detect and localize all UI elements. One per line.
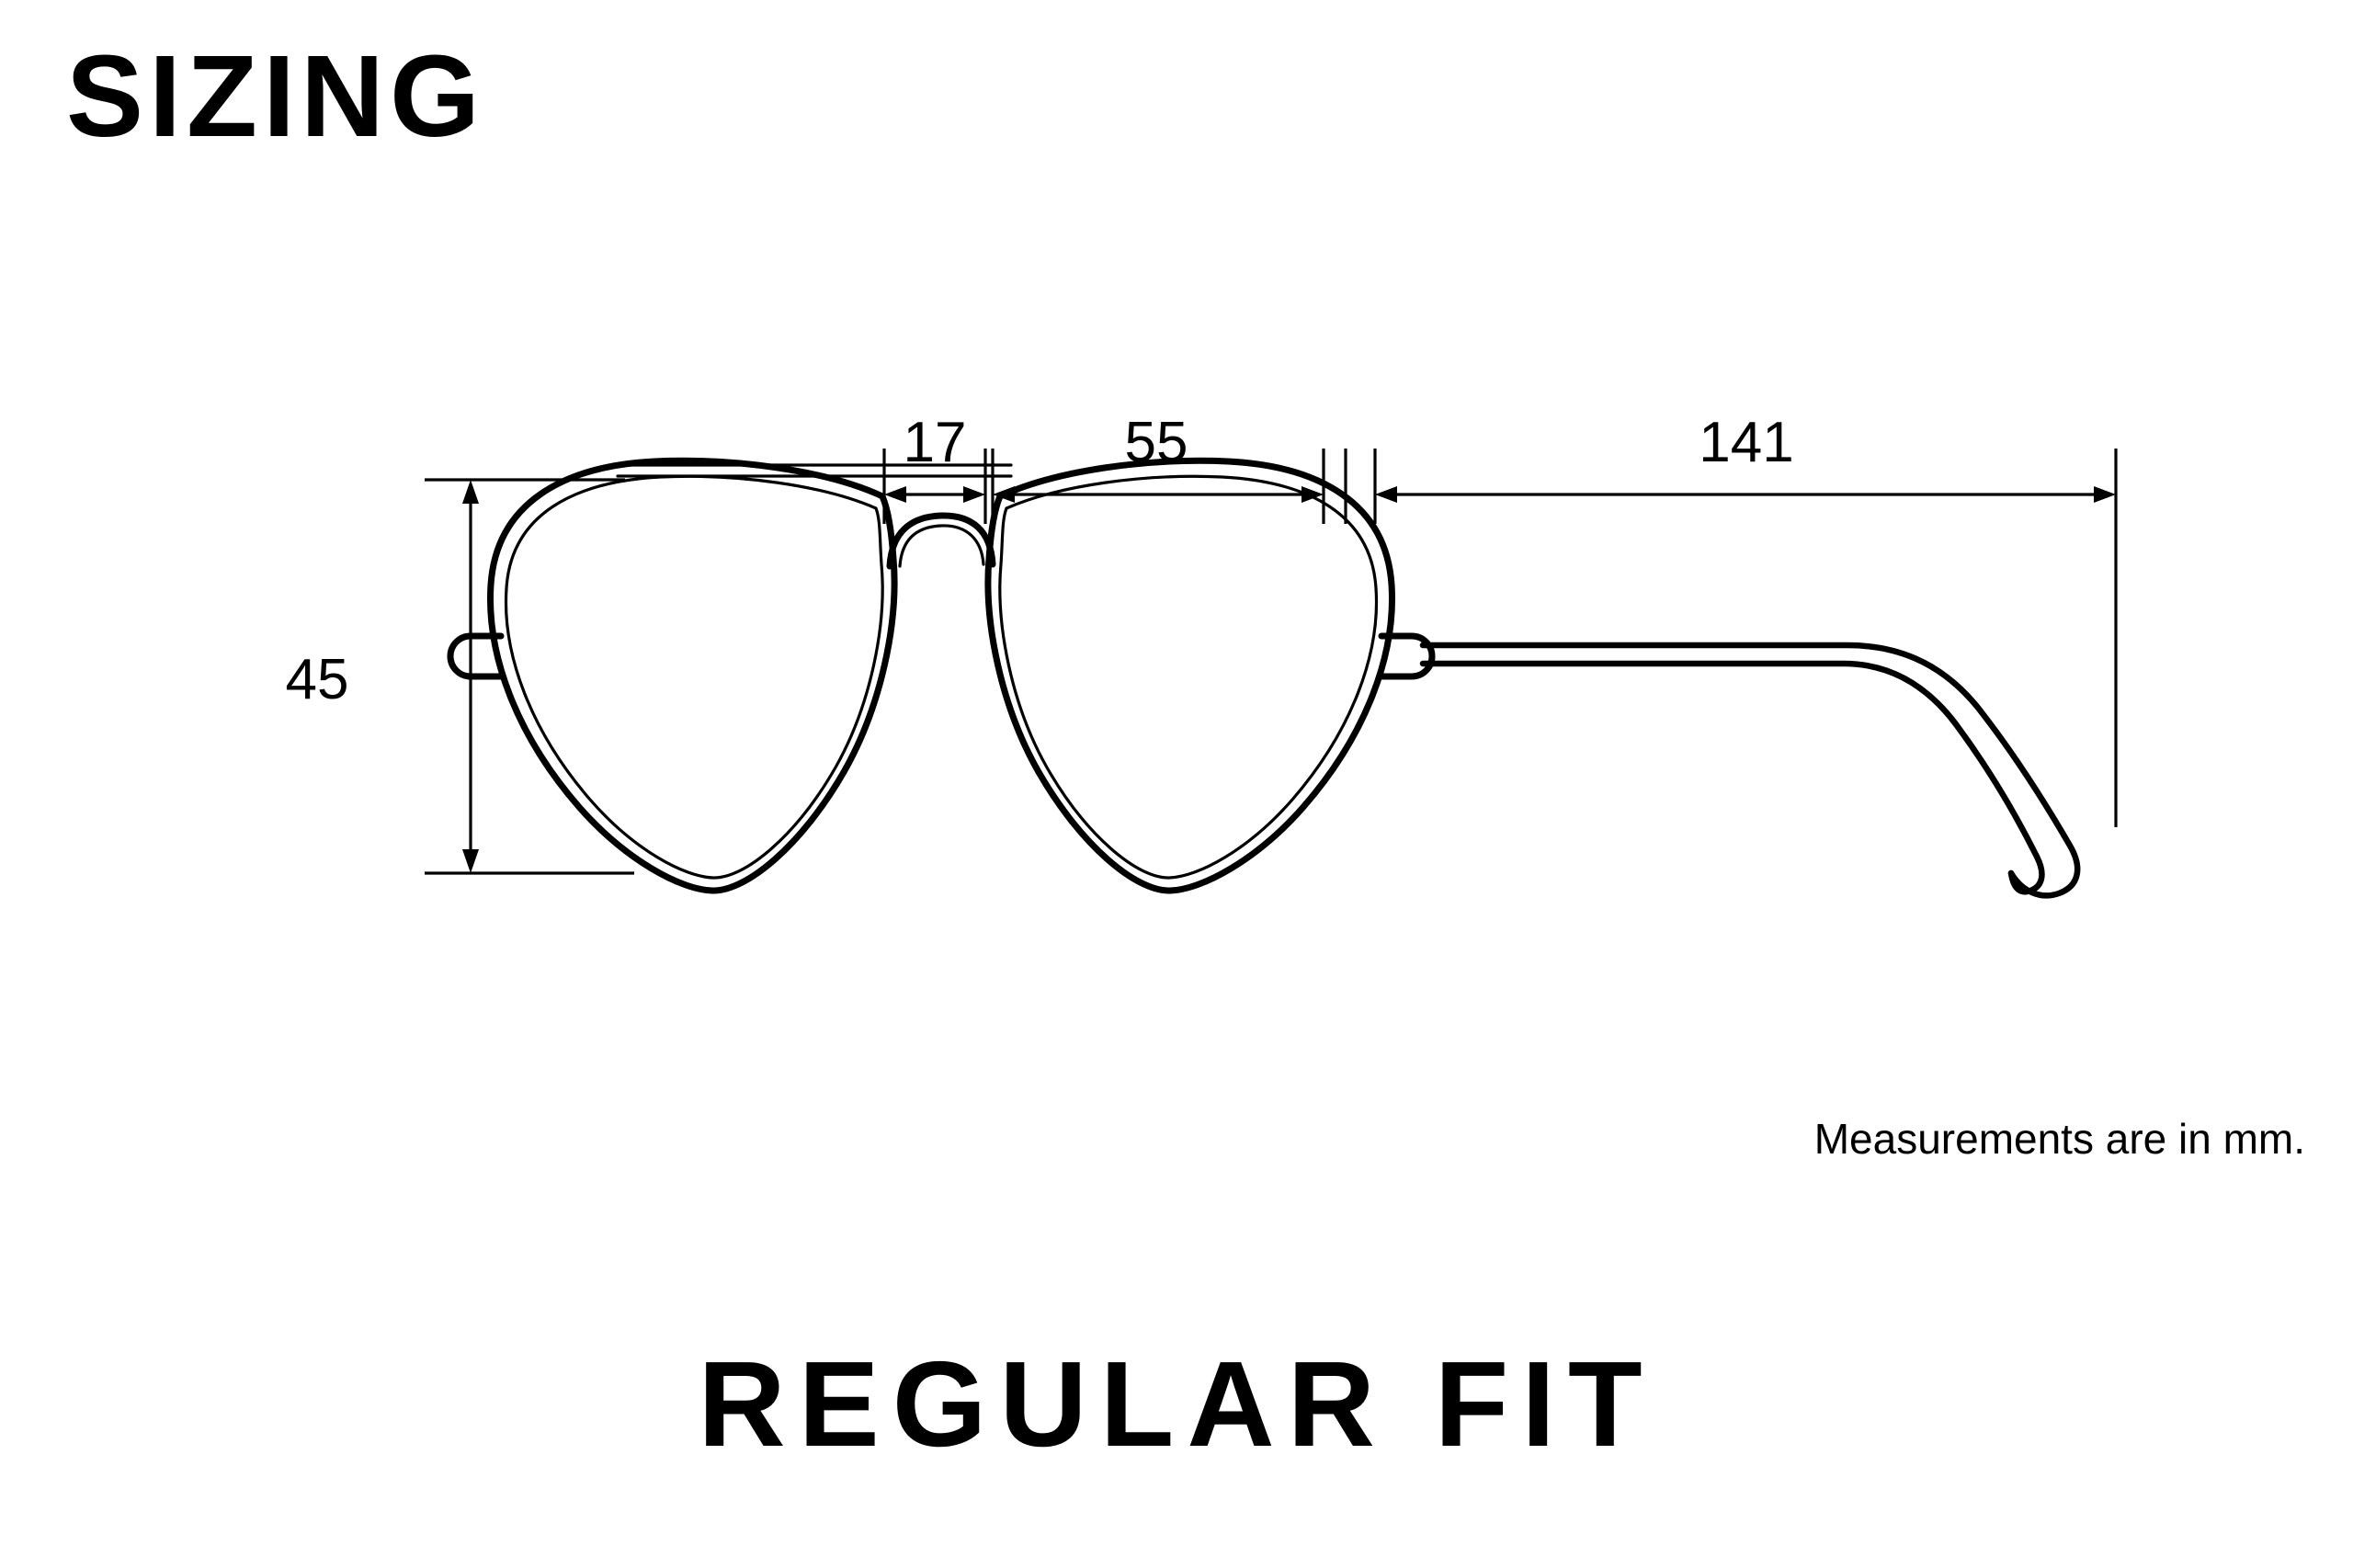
left-lens-inner-line [504, 474, 884, 880]
fit-heading: REGULAR FIT [698, 1336, 1655, 1471]
left-lens [487, 457, 898, 894]
arrow-head-down [462, 849, 479, 873]
dimension-temple-length: 141 [1344, 411, 2118, 827]
brow-bar [616, 463, 1013, 478]
temple-upper-edge [1419, 642, 2081, 899]
right-hinge-tab [1378, 632, 1436, 680]
bridge [886, 512, 996, 570]
bridge-arch-outer [886, 512, 996, 570]
arrow-head-bridge-left [884, 486, 906, 503]
right-hinge [1378, 632, 1436, 680]
dimension-label-141: 141 [1699, 411, 1793, 474]
left-hinge-tab [447, 632, 505, 680]
dimension-bridge: 17 [882, 411, 987, 524]
arrow-head-up [462, 480, 479, 504]
arrow-head-temple-left [1375, 486, 1397, 503]
arrow-head-lens-width-right [1302, 486, 1324, 503]
page-title: SIZING [66, 31, 486, 161]
bridge-arch-inner [898, 524, 985, 568]
left-hinge [447, 632, 505, 680]
left-lens-outer-rim [487, 457, 898, 894]
right-lens-outer-rim [984, 457, 1395, 894]
glasses-technical-drawing: 45 17 55 141 [286, 411, 2118, 899]
right-lens-inner-line [998, 474, 1379, 880]
arrow-head-temple-right [2094, 486, 2116, 503]
arrow-head-bridge-right [963, 486, 985, 503]
temple-lower-edge [1419, 660, 2045, 895]
footnote-measurements: Measurements are in mm. [1813, 1115, 2305, 1163]
right-lens [984, 457, 1395, 894]
dimension-label-45: 45 [286, 648, 349, 711]
temple-arm [1419, 642, 2081, 899]
